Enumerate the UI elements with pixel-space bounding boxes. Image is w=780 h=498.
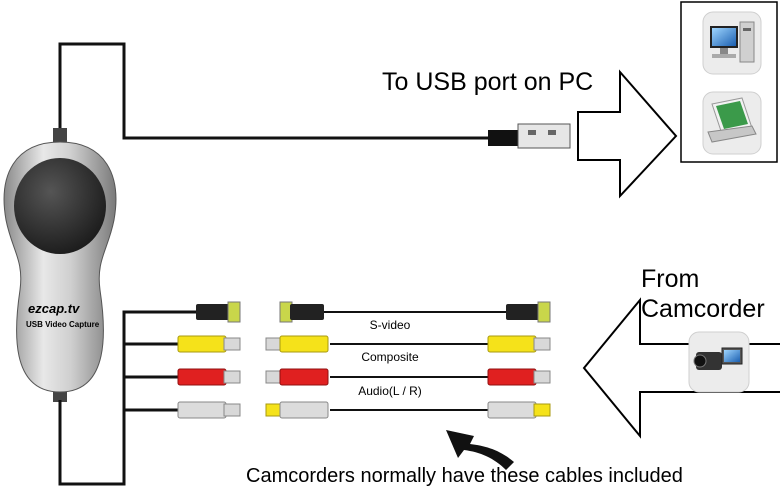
usb-port-label: To USB port on PC [382, 68, 594, 96]
pc-box [680, 1, 778, 163]
cable-label-audio: Audio(L / R) [358, 384, 422, 398]
from-label: From [641, 265, 700, 293]
curved-pointer-arrow [446, 430, 514, 470]
device-brand: ezcap.tv [28, 301, 80, 316]
cables-note: Camcorders normally have these cables in… [246, 465, 683, 487]
camcorder-label: Camcorder [641, 295, 765, 323]
device-subtitle: USB Video Capture [26, 320, 100, 329]
desktop-pc-icon [710, 21, 755, 63]
usb-cable [58, 42, 571, 149]
av-cable-set [265, 301, 551, 419]
from-camcorder-label: From Camcorder [641, 264, 765, 324]
camcorder-icon [693, 347, 743, 370]
arrow-to-pc [577, 69, 678, 199]
capture-device [3, 128, 117, 402]
device-output-cable [58, 310, 200, 486]
cable-label-composite: Composite [361, 350, 419, 364]
arrow-from-camcorder [582, 297, 780, 439]
device-button [14, 158, 106, 254]
cable-label-svideo: S-video [369, 318, 411, 332]
laptop-icon [707, 97, 757, 143]
left-connectors [177, 301, 241, 419]
